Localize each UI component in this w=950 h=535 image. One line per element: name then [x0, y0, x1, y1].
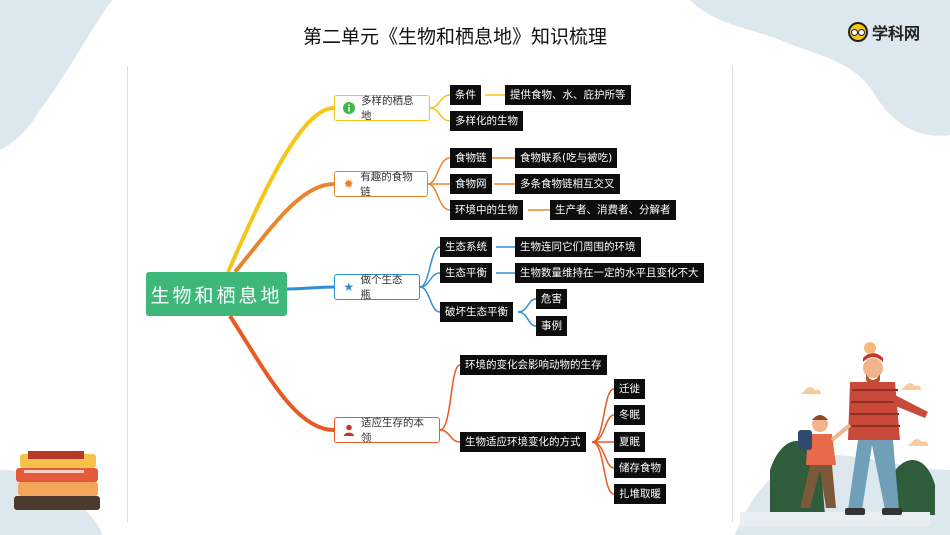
branch-label: 做个生态瓶 — [360, 274, 403, 301]
branch-food-chain[interactable]: ✹ 有趣的食物链 — [334, 171, 428, 198]
node-condition[interactable]: 条件 — [450, 85, 481, 105]
person-icon — [343, 424, 355, 436]
branch-survival-skills[interactable]: 适应生存的本领 — [334, 417, 440, 444]
node-food-web[interactable]: 食物网 — [450, 174, 492, 194]
node-huddling[interactable]: 扎堆取暖 — [614, 484, 666, 504]
branch-label: 有趣的食物链 — [360, 171, 413, 198]
node-food-storage[interactable]: 储存食物 — [614, 458, 666, 478]
node-food-web-detail[interactable]: 多条食物链相互交叉 — [515, 174, 620, 194]
logo-text: 学科网 — [872, 24, 921, 43]
brand-logo: 学科网 — [848, 20, 920, 44]
branch-label: 适应生存的本领 — [361, 417, 424, 444]
star-icon: ★ — [343, 280, 355, 294]
node-migration[interactable]: 迁徙 — [614, 379, 645, 399]
node-aestivation[interactable]: 夏眠 — [614, 432, 645, 452]
node-food-chain[interactable]: 食物链 — [450, 148, 492, 168]
branch-habitats[interactable]: 多样的栖息地 — [334, 95, 430, 122]
owl-glasses-icon — [848, 22, 868, 42]
branch-label: 多样的栖息地 — [361, 95, 414, 122]
branch-eco-bottle[interactable]: ★ 做个生态瓶 — [334, 274, 420, 301]
node-eco-balance[interactable]: 生态平衡 — [440, 263, 492, 283]
gear-icon: ✹ — [343, 177, 354, 191]
node-env-change[interactable]: 环境的变化会影响动物的生存 — [460, 355, 607, 375]
node-condition-detail[interactable]: 提供食物、水、庇护所等 — [505, 85, 631, 105]
books-illustration — [14, 451, 100, 510]
node-ecosystem[interactable]: 生态系统 — [440, 237, 492, 257]
node-example[interactable]: 事例 — [536, 316, 567, 336]
node-organisms-in-environment[interactable]: 环境中的生物 — [450, 200, 523, 220]
node-diverse-organisms[interactable]: 多样化的生物 — [450, 111, 523, 131]
node-adaptation-ways[interactable]: 生物适应环境变化的方式 — [460, 432, 586, 452]
info-icon — [343, 102, 355, 114]
node-hibernation[interactable]: 冬眠 — [614, 405, 645, 425]
node-harm[interactable]: 危害 — [536, 289, 567, 309]
node-food-chain-detail[interactable]: 食物联系(吃与被吃) — [515, 148, 618, 168]
people-illustration — [740, 353, 935, 526]
node-eco-balance-detail[interactable]: 生物数量维持在一定的水平且变化不大 — [515, 263, 704, 283]
node-ecosystem-detail[interactable]: 生物连同它们周围的环境 — [515, 237, 641, 257]
node-organisms-roles[interactable]: 生产者、消费者、分解者 — [550, 200, 676, 220]
node-eco-damage[interactable]: 破坏生态平衡 — [440, 302, 513, 322]
page-title: 第二单元《生物和栖息地》知识梳理 — [302, 26, 607, 48]
mindmap-root[interactable]: 生物和栖息地 — [146, 272, 287, 316]
